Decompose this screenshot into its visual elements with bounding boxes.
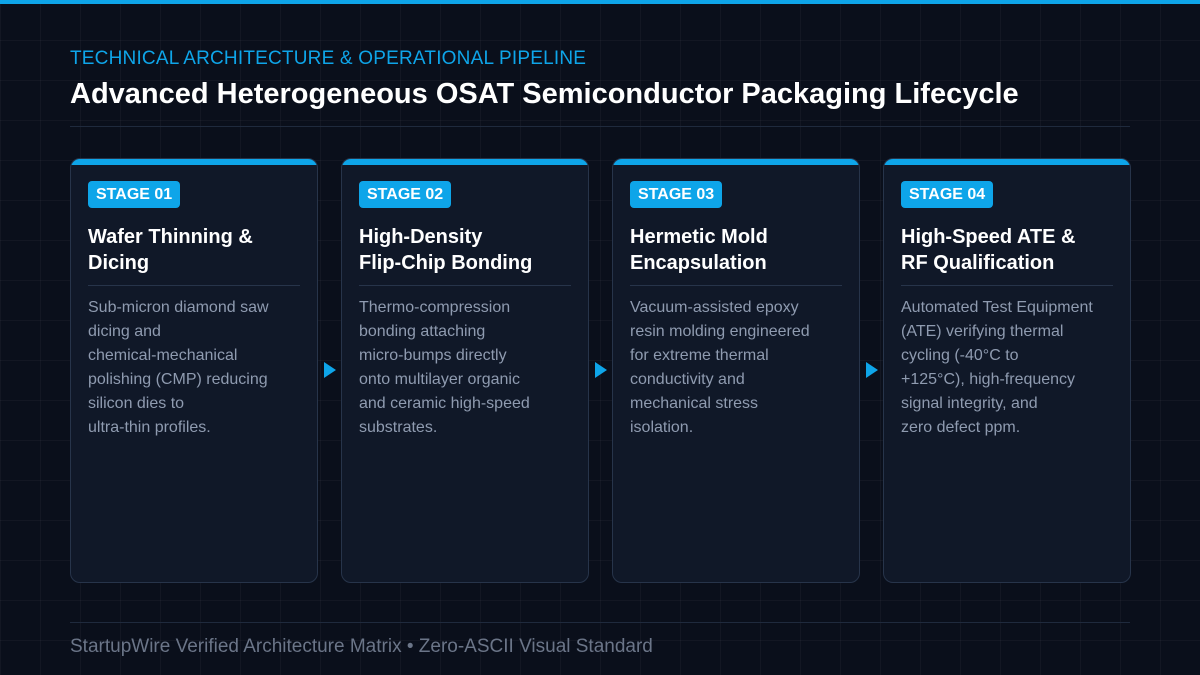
card-accent-bar — [613, 159, 859, 165]
stage-badge: STAGE 01 — [88, 181, 181, 208]
eyebrow-label: TECHNICAL ARCHITECTURE & OPERATIONAL PIP… — [70, 48, 587, 69]
card-divider — [359, 285, 571, 286]
stage-description: Vacuum-assisted epoxy resin molding engi… — [630, 299, 810, 436]
stage-card-04: STAGE 04 High-Speed ATE & RF Qualificati… — [883, 158, 1131, 583]
card-accent-bar — [884, 159, 1130, 165]
stage-card-03: STAGE 03 Hermetic Mold Encapsulation Vac… — [612, 158, 860, 583]
stage-badge: STAGE 04 — [901, 181, 994, 208]
card-divider — [630, 285, 842, 286]
footer-text: StartupWire Verified Architecture Matrix… — [70, 636, 653, 657]
top-accent-bar — [0, 0, 1200, 4]
stage-card-02: STAGE 02 High-Density Flip-Chip Bonding … — [341, 158, 589, 583]
page-title: Advanced Heterogeneous OSAT Semiconducto… — [70, 78, 1019, 110]
stage-title: Wafer Thinning & Dicing — [88, 226, 253, 274]
card-accent-bar — [71, 159, 317, 165]
card-divider — [88, 285, 300, 286]
stage-description: Thermo-compression bonding attaching mic… — [359, 299, 530, 436]
stage-title: High-Speed ATE & RF Qualification — [901, 226, 1076, 274]
arrow-right-icon — [324, 362, 336, 378]
stage-title: Hermetic Mold Encapsulation — [630, 226, 768, 274]
stage-description: Automated Test Equipment (ATE) verifying… — [901, 299, 1093, 436]
stage-title: High-Density Flip-Chip Bonding — [359, 226, 533, 274]
arrow-right-icon — [866, 362, 878, 378]
stage-card-01: STAGE 01 Wafer Thinning & Dicing Sub-mic… — [70, 158, 318, 583]
stage-badge: STAGE 03 — [630, 181, 723, 208]
footer-divider — [70, 622, 1130, 623]
arrow-right-icon — [595, 362, 607, 378]
header-divider — [70, 126, 1130, 127]
card-divider — [901, 285, 1113, 286]
card-accent-bar — [342, 159, 588, 165]
stage-badge: STAGE 02 — [359, 181, 452, 208]
stage-description: Sub-micron diamond saw dicing and chemic… — [88, 299, 269, 436]
